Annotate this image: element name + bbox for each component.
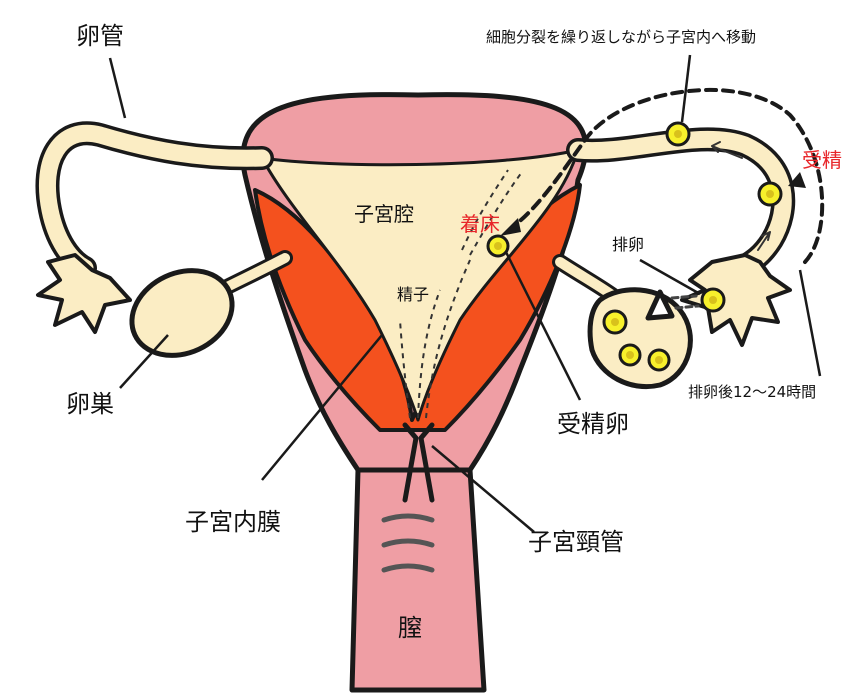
implantation-label: 着床	[460, 212, 500, 236]
ovulated-egg	[700, 287, 726, 313]
cervical-canal-line	[402, 422, 435, 503]
ovary-label: 卵巣	[66, 390, 114, 418]
left-fimbriae	[36, 253, 132, 334]
tube-direction-arrows	[711, 141, 771, 251]
ovulation-motion-lines	[670, 294, 700, 310]
ovulation-label: 排卵	[612, 235, 645, 254]
migration-label: 細胞分裂を繰り返しながら子宮内へ移動	[486, 28, 757, 46]
after-ovulation-label: 排卵後12～24時間	[688, 383, 817, 401]
oviduct-label: 卵管	[76, 22, 124, 50]
right-fimbriae	[680, 253, 792, 347]
uterine-cavity-shape	[260, 148, 580, 422]
left-ovary	[129, 268, 235, 358]
leader-lines	[108, 54, 822, 533]
vagina-label: 膣	[398, 614, 422, 642]
tube-egg-upper	[665, 121, 691, 147]
endometrium-label: 子宮内膜	[185, 508, 281, 536]
sperm-label: 精子	[397, 285, 430, 304]
cervical-canal-label: 子宮頸管	[528, 528, 624, 556]
migration-arrowhead	[500, 218, 521, 236]
fertilized-egg-label: 受精卵	[557, 410, 629, 438]
tube-egg-right	[757, 181, 783, 207]
uterine-cavity-label: 子宮腔	[354, 202, 414, 226]
fertilization-label: 受精	[802, 148, 842, 172]
vaginal-ridges	[381, 513, 435, 573]
implanted-egg	[486, 234, 510, 258]
right-ovary	[587, 287, 693, 389]
ovary-follicles	[602, 309, 671, 372]
fertilization-arrowhead	[788, 172, 806, 188]
vagina-shape	[349, 467, 487, 693]
migration-path	[512, 87, 825, 264]
sperm-paths	[399, 169, 523, 419]
